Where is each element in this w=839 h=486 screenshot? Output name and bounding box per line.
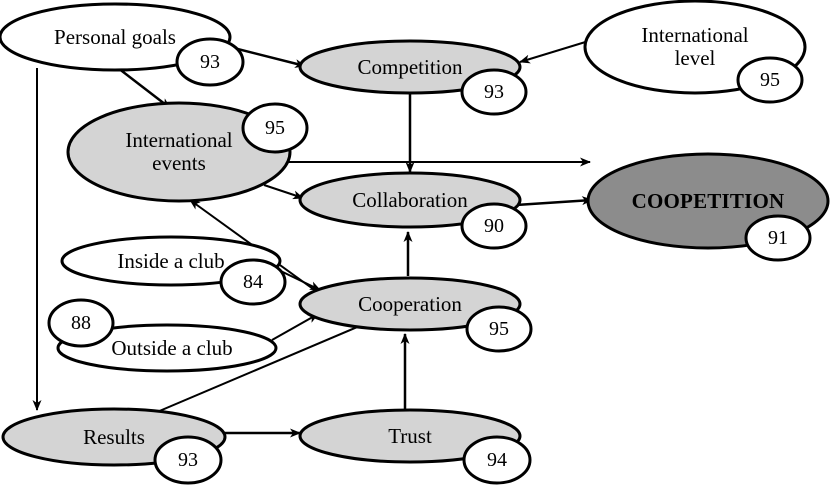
edge-international-level-to-competition — [519, 39, 593, 64]
badge-trust-shape — [462, 435, 532, 485]
badge-collaboration-shape — [460, 202, 528, 250]
badge-international-level-shape — [736, 56, 804, 104]
node-personal-goals[interactable] — [0, 2, 232, 72]
nodes-layer — [0, 0, 830, 467]
node-cooperation-shape[interactable] — [298, 276, 522, 332]
badge-cooperation-shape — [465, 305, 533, 353]
badge-international-events-shape — [241, 102, 309, 154]
node-trust-shape[interactable] — [298, 408, 522, 464]
edge-outside-a-club-to-cooperation — [271, 313, 319, 341]
edge-international-events-to-collaboration — [263, 184, 304, 200]
badge-results-shape — [153, 435, 223, 485]
node-competition[interactable] — [298, 39, 522, 95]
badges-layer — [47, 37, 812, 485]
badge-competition-shape — [460, 68, 528, 116]
node-competition-shape[interactable] — [298, 39, 522, 95]
badge-outside-a-club-shape — [47, 298, 115, 348]
edge-collaboration-to-coopetition — [515, 196, 593, 207]
node-international-events-shape[interactable] — [66, 101, 292, 203]
node-collaboration[interactable] — [298, 171, 522, 229]
node-personal-goals-shape[interactable] — [0, 2, 232, 72]
badge-coopetition-shape — [744, 214, 812, 262]
node-outside-a-club-shape[interactable] — [56, 323, 278, 373]
badge-inside-a-club-shape — [219, 258, 287, 306]
node-trust[interactable] — [298, 408, 522, 464]
edge-results-to-cooperation — [149, 310, 396, 416]
badge-personal-goals-shape — [175, 37, 245, 87]
node-outside-a-club[interactable] — [56, 323, 278, 373]
node-collaboration-shape[interactable] — [298, 171, 522, 229]
node-cooperation[interactable] — [298, 276, 522, 332]
edge-personal-goals-to-international-events — [117, 67, 171, 109]
node-international-events[interactable] — [66, 101, 292, 203]
